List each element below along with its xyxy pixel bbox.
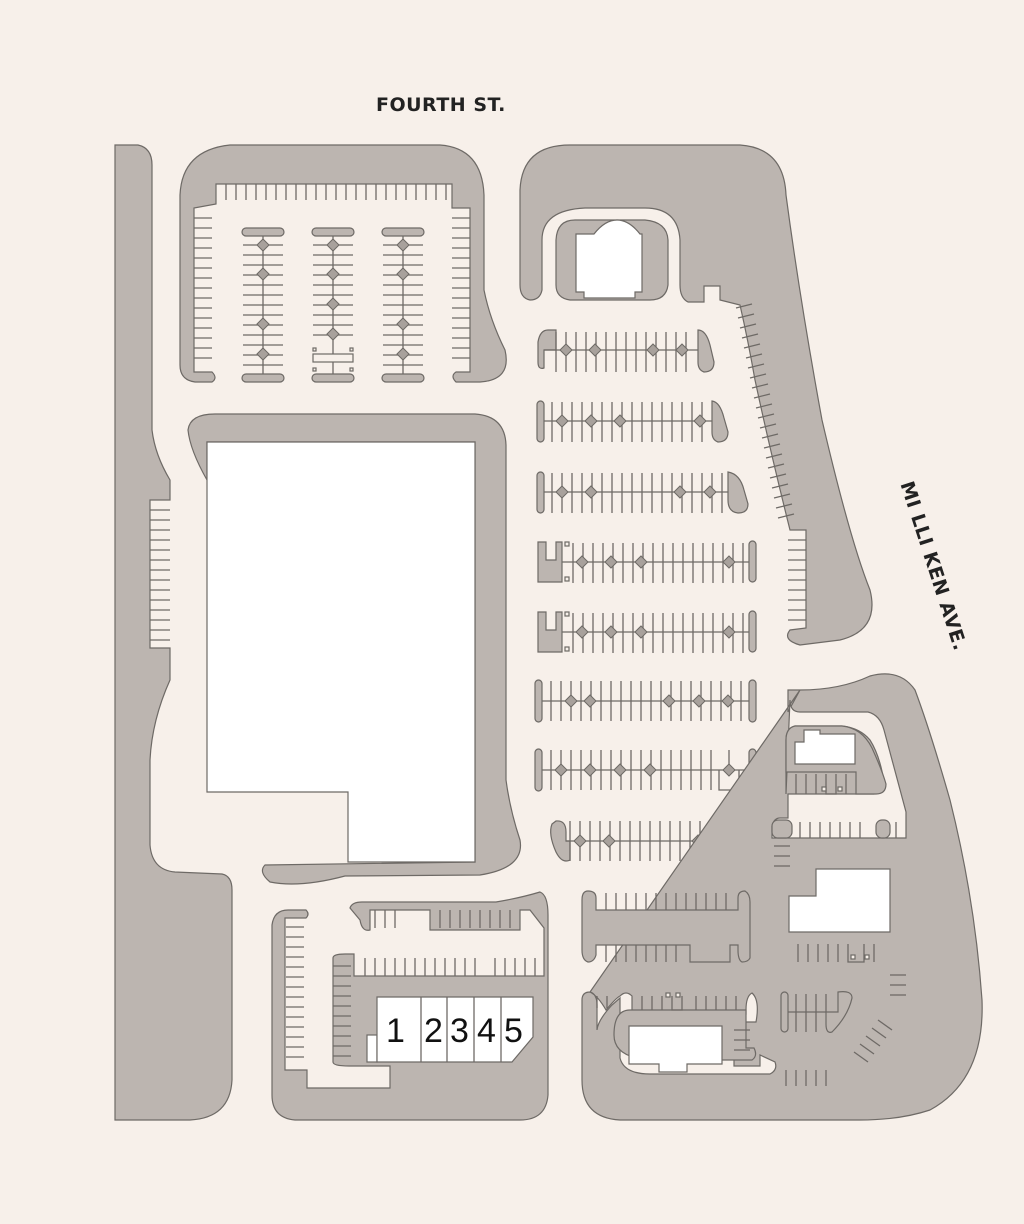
north-lot-row-1 [241,227,285,383]
shop-unit-4: 4 [477,1012,496,1050]
north-lot-landscape [179,144,507,383]
east-corner-stalls [785,974,906,1086]
shop-unit-2: 2 [424,1012,443,1050]
south-pad-stalls [596,996,750,1051]
center-parking-rows [534,329,757,863]
tree-icon [396,238,410,361]
south-pad-building [628,1025,723,1073]
east-row-stalls-1 [771,819,897,839]
tree-icon [256,238,270,361]
south-center-row-block [581,890,751,963]
east-pad-1-building [794,729,856,765]
shop-unit-5: 5 [504,1012,523,1050]
shops-building: 1 2 3 4 5 [366,996,534,1063]
shops-stalls [286,910,536,1058]
anchor-landscape [187,413,522,885]
tree-icon [326,238,340,341]
north-pad-building [575,219,643,299]
north-lot-stalls [194,184,470,359]
west-strip-stalls [150,509,170,641]
anchor-building [206,441,476,863]
shop-unit-3: 3 [450,1012,469,1050]
north-lot-row-2 [311,227,355,383]
east-pad-1-stalls [795,774,847,795]
south-center-stalls [605,893,727,962]
street-label-fourth-st: FOURTH ST. [376,94,506,116]
east-island-stalls [780,991,853,1033]
west-landscape-strip [114,144,233,1121]
east-pad-2-stalls [797,944,875,963]
milliken-frontage-stalls [735,303,806,621]
north-lot-row-3 [381,227,425,383]
east-pad-2-side-stalls [774,845,790,867]
shop-unit-1: 1 [386,1012,405,1050]
east-pad-2-building [788,868,891,933]
northeast-landscape [519,144,873,646]
